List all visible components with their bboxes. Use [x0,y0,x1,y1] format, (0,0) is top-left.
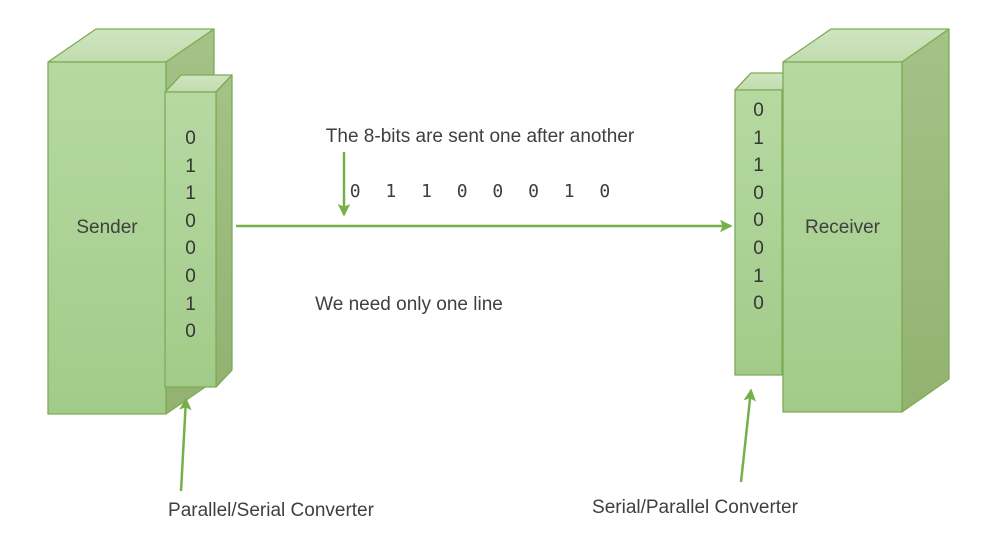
sender-converter-side-face [215,74,233,388]
receiver-box [782,28,950,413]
sender-bit: 0 [185,321,196,343]
serial-bits-text: 0 1 1 0 0 0 1 0 [349,181,611,202]
sender-bit: 0 [185,265,196,287]
receiver-bit: 0 [753,293,764,315]
parallel-serial-converter-label: Parallel/Serial Converter [168,500,374,521]
receiver-converter-box [734,72,799,376]
sender-converter-front-face [164,91,217,388]
sender-box-front-face [47,61,167,415]
sender-bit: 1 [185,155,196,177]
receiver-box-side-face [901,28,950,413]
serial-parallel-pointer-arrow [739,388,757,483]
receiver-converter-front-face [734,89,783,376]
receiver-label: Receiver [805,217,880,238]
receiver-bit: 0 [753,210,764,232]
receiver-bit: 1 [753,155,764,177]
serial-note-text: The 8-bits are sent one after another [325,126,635,147]
sender-bit: 0 [185,238,196,260]
sender-bit: 1 [185,293,196,315]
receiver-bit: 0 [753,182,764,204]
sender-converter-box [164,74,233,388]
line-note-text: We need only one line [315,294,503,315]
sender-bit: 0 [185,128,196,149]
receiver-bit: 0 [753,100,764,121]
receiver-bit: 1 [753,127,764,149]
sender-bit: 1 [185,183,196,205]
sender-parallel-bits: 0 1 1 0 0 0 1 0 [165,125,216,346]
receiver-bit: 1 [753,265,764,287]
sender-bit: 0 [185,210,196,232]
receiver-box-front-face [782,61,903,413]
parallel-serial-pointer-arrow [179,397,192,492]
receiver-parallel-bits: 0 1 1 0 0 0 1 0 [735,97,782,318]
sender-label: Sender [76,217,138,238]
receiver-bit: 0 [753,237,764,259]
serial-parallel-converter-label: Serial/Parallel Converter [592,497,798,518]
